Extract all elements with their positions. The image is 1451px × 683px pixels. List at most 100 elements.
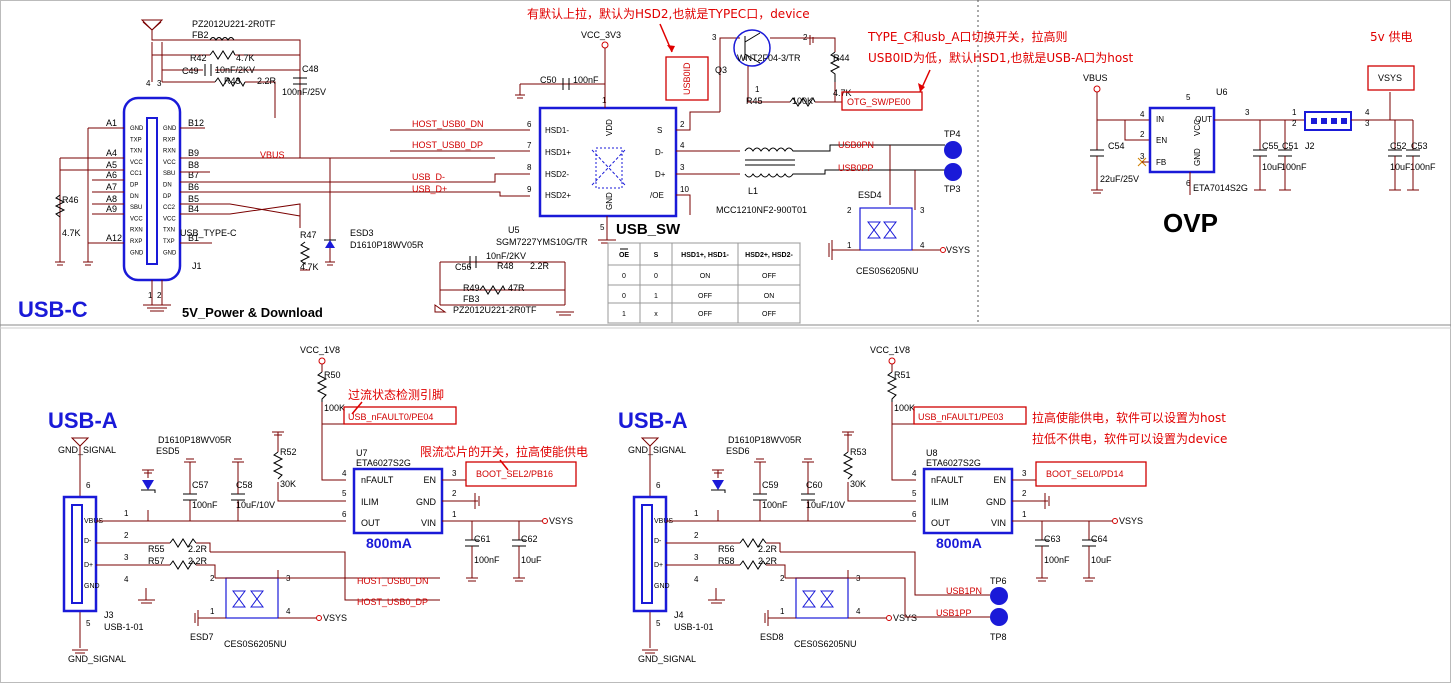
fb2-symbol [209, 37, 235, 41]
r51-label: R51 [894, 370, 911, 380]
j1-inner-pin-right: DP [163, 194, 171, 200]
c55-value: 10uF [1262, 162, 1283, 172]
r43-label: R43 [224, 76, 241, 86]
u8-pin-ilim: ILIM [931, 497, 949, 507]
vcc1v8-port [888, 357, 896, 365]
j1-pin-left-a6: A6 [106, 170, 117, 180]
c56-value: 10nF/2KV [486, 251, 526, 261]
u7-label: U7 [356, 448, 368, 458]
u6-pin-vcc: VCC [1193, 119, 1202, 136]
j1-inner-pin-left: VCC [130, 160, 143, 166]
svg-text:10: 10 [680, 185, 689, 194]
u7-pin-en: EN [423, 475, 436, 485]
r57-label: R57 [148, 556, 165, 566]
arrow-head [918, 83, 925, 92]
j1-inner-pin-right: SBU [163, 171, 175, 177]
c61-value: 100nF [474, 555, 500, 565]
u8-rating: 800mA [936, 535, 982, 551]
j1-pin-right-b12: B12 [188, 118, 204, 128]
j1-inner-pin-right: DN [163, 183, 172, 189]
gnd [515, 94, 525, 99]
gnd-symbol [140, 19, 164, 31]
wire [828, 240, 940, 260]
net-usb-dm: USB_D- [412, 172, 445, 182]
c63-value: 100nF [1044, 555, 1070, 565]
j4-pin-dp: D+ [654, 562, 663, 569]
net-vsys-top: VSYS [1378, 73, 1402, 83]
c49-symbol [204, 64, 212, 76]
c57-value: 100nF [192, 500, 218, 510]
net-vsys-out: VSYS [549, 516, 573, 526]
r52-symbol [272, 451, 284, 480]
c50-symbol [562, 78, 570, 90]
j1-pin-left-a7: A7 [106, 182, 117, 192]
svg-text:2: 2 [1140, 130, 1145, 139]
pin-number: 4 [856, 607, 861, 616]
esd4-diodes [867, 221, 897, 239]
u5-pin-hsd2m: HSD2- [545, 170, 569, 179]
table-header: S [654, 252, 659, 259]
pin-number: 3 [452, 469, 457, 478]
usb0id-highlight [665, 56, 709, 101]
net-vsys-out: VSYS [1119, 516, 1143, 526]
j1-pin-right-b5: B5 [188, 194, 199, 204]
fb3-part: PZ2012U221-2R0TF [453, 305, 537, 315]
gnd [300, 261, 335, 271]
pin-number: 5 [912, 489, 917, 498]
pin-number: 4 [146, 79, 151, 88]
r45-label: R45 [746, 96, 763, 106]
wire [439, 261, 566, 306]
pin-number: 4 [1365, 108, 1370, 117]
data-wires [666, 542, 786, 578]
vsys-highlight [1367, 65, 1415, 91]
u5-body [538, 106, 678, 218]
nfault-wire [891, 364, 916, 481]
r47-value: 4.7K [300, 262, 319, 272]
j1-inner-pin-left: RXN [130, 228, 143, 234]
u7-pin-nfault: nFAULT [361, 475, 394, 485]
tp8-label: TP8 [990, 632, 1007, 642]
c57-label: C57 [192, 480, 209, 490]
j4-pin-vbus: VBUS [654, 518, 673, 525]
table-cell: x [654, 311, 658, 318]
r51-value: 100K [894, 403, 915, 413]
wire [889, 145, 916, 210]
j4-pin-dm: D- [654, 538, 662, 545]
u8-pin-nfault: nFAULT [931, 475, 964, 485]
u5-pin-vdd: VDD [605, 119, 614, 136]
pin-number: 6 [342, 510, 347, 519]
j4-part: USB-1-01 [674, 622, 714, 632]
gnd-signal-wires [70, 437, 90, 654]
j1-inner-pin-right: TXN [163, 228, 175, 234]
j1-inner-pin-left: VCC [130, 216, 143, 222]
gnd [1389, 156, 1419, 191]
gnd [1254, 156, 1291, 191]
svg-text:8: 8 [527, 163, 532, 172]
u5-pin-hsd1p: HSD1+ [545, 148, 571, 157]
u8-label: U8 [926, 448, 938, 458]
net-vbus-ovp: VBUS [1083, 73, 1108, 83]
c48-label: C48 [302, 64, 319, 74]
r46-symbol [54, 194, 66, 218]
net-usb0pp: USB0PP [838, 163, 874, 173]
j2-pins [1311, 118, 1347, 124]
nfault-highlight [913, 406, 1027, 425]
gnd-symbol [142, 21, 162, 31]
esd-wires [194, 570, 316, 626]
pin-number: 2 [157, 291, 162, 300]
pin-number: 1 [452, 510, 457, 519]
j1-pin-left-a8: A8 [106, 194, 117, 204]
table-cell: ON [700, 273, 711, 280]
arrow-boot [499, 459, 509, 471]
j1-inner-pin-left: GND [130, 126, 144, 132]
c51-value: 100nF [1281, 162, 1307, 172]
usb-sw-title: USB_SW [616, 221, 681, 238]
net-gnd-signal-top: GND_SIGNAL [628, 445, 686, 455]
gnd [1091, 156, 1103, 194]
net-host-dp: HOST_USB0_DP [412, 140, 483, 150]
pin-number: 2 [124, 531, 129, 540]
wire [1096, 92, 1150, 150]
u-right-wires [1012, 479, 1112, 540]
